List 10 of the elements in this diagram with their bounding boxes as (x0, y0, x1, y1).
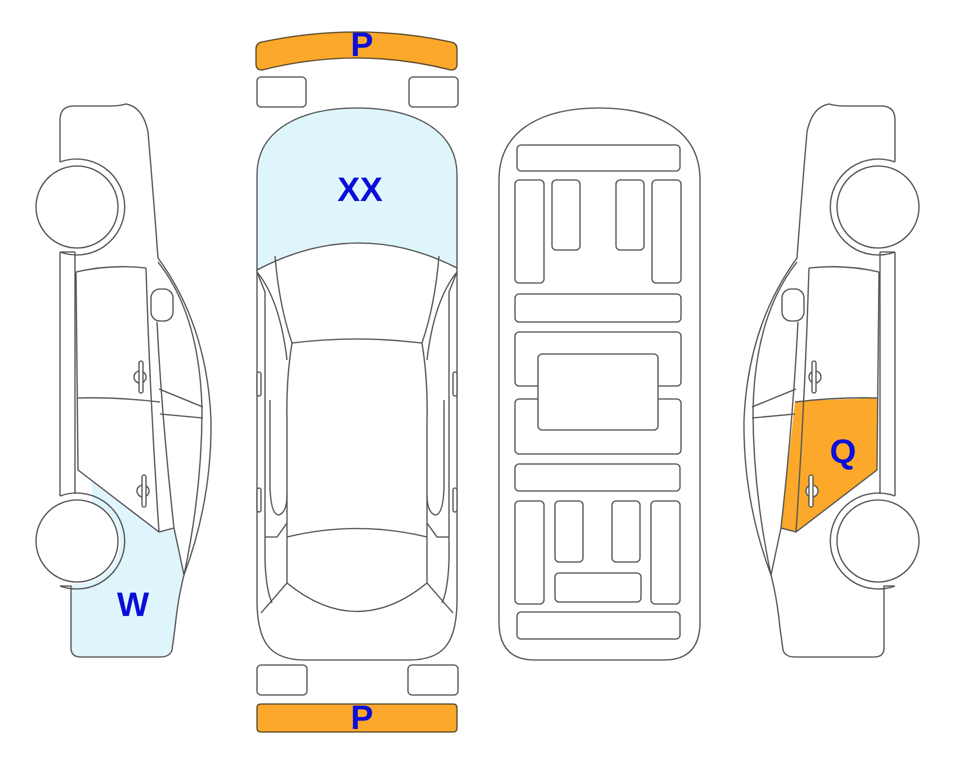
damage-code: Q (830, 435, 856, 469)
rear-quarter-panel (69, 479, 186, 659)
damage-code: P (350, 28, 374, 62)
damage-code: P (350, 701, 374, 735)
hood-panel (256, 107, 458, 272)
rear-bumper-panel (256, 703, 458, 733)
damage-code: W (116, 588, 150, 622)
damage-code: XX (337, 173, 383, 207)
front-bumper-panel (254, 29, 459, 73)
rear-door-panel (779, 396, 879, 534)
